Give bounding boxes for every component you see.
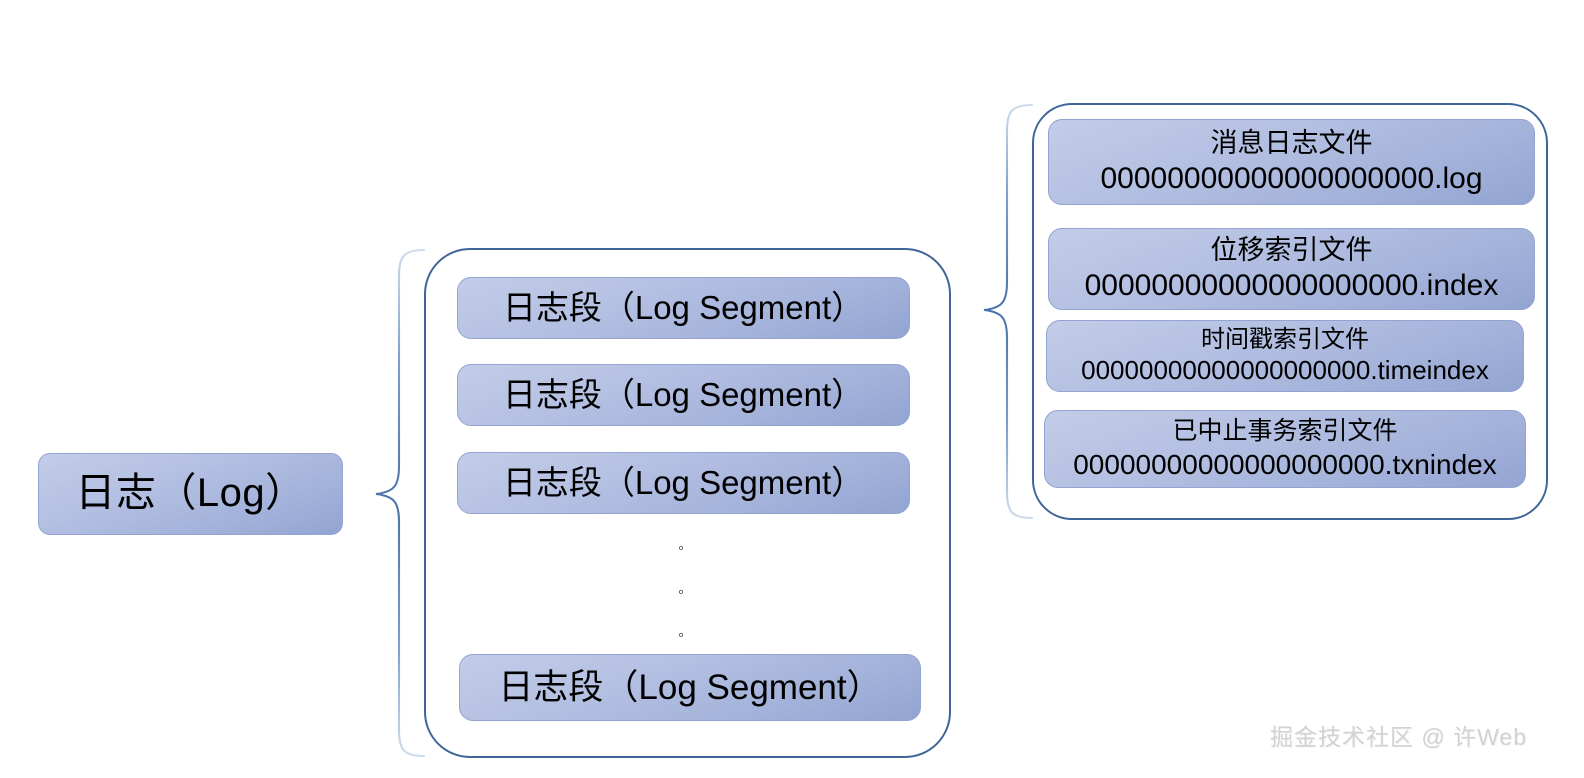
log-segment-item[interactable]: 日志段（Log Segment） [457, 452, 910, 514]
segment-file-txnindex[interactable]: 已中止事务索引文件 00000000000000000000.txnindex [1044, 410, 1526, 488]
ellipsis-dot: 。 [678, 537, 692, 552]
ellipsis-dot: 。 [678, 580, 692, 596]
log-segments-container: 日志段（Log Segment） 日志段（Log Segment） 日志段（Lo… [424, 248, 951, 758]
segment-file-index[interactable]: 位移索引文件 00000000000000000000.index [1048, 228, 1535, 310]
file-title: 已中止事务索引文件 [1172, 417, 1398, 446]
file-name: 00000000000000000000.log [1100, 161, 1483, 195]
file-name: 00000000000000000000.txnindex [1073, 448, 1497, 480]
segment-files-container: 消息日志文件 00000000000000000000.log 位移索引文件 0… [1032, 103, 1548, 520]
ellipsis-dot: 。 [678, 624, 692, 639]
log-segment-item-last[interactable]: 日志段（Log Segment） [459, 654, 921, 721]
brace-log-to-segments [375, 248, 426, 758]
watermark: 掘金技术社区 @ 许Web [1270, 724, 1528, 750]
brace-segment-to-files [983, 103, 1034, 520]
log-segment-item[interactable]: 日志段（Log Segment） [457, 277, 910, 339]
file-title: 时间戳索引文件 [1201, 326, 1369, 353]
segment-file-log[interactable]: 消息日志文件 00000000000000000000.log [1048, 119, 1535, 205]
vertical-ellipsis: 。 。 。 [665, 538, 705, 638]
file-name: 00000000000000000000.timeindex [1081, 355, 1489, 386]
segment-file-timeindex[interactable]: 时间戳索引文件 00000000000000000000.timeindex [1046, 320, 1524, 392]
file-name: 00000000000000000000.index [1084, 268, 1499, 302]
file-title: 消息日志文件 [1210, 127, 1373, 158]
file-title: 位移索引文件 [1210, 234, 1373, 265]
log-node[interactable]: 日志（Log） [38, 453, 343, 535]
log-segment-item[interactable]: 日志段（Log Segment） [457, 364, 910, 426]
